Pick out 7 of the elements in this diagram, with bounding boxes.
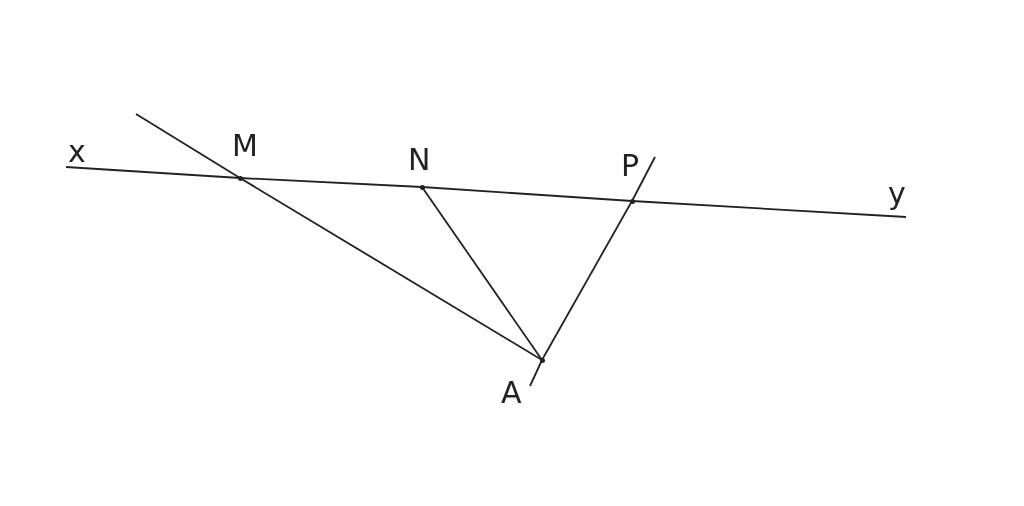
labelled-point: M: [232, 131, 258, 181]
labelled-point: x: [63, 137, 86, 170]
labelled-point: P: [621, 151, 639, 204]
line-segment: [65, 166, 241, 179]
labelled-point: y: [888, 179, 909, 220]
labelled-point: A: [501, 357, 545, 408]
labelled-point: N: [408, 145, 430, 190]
